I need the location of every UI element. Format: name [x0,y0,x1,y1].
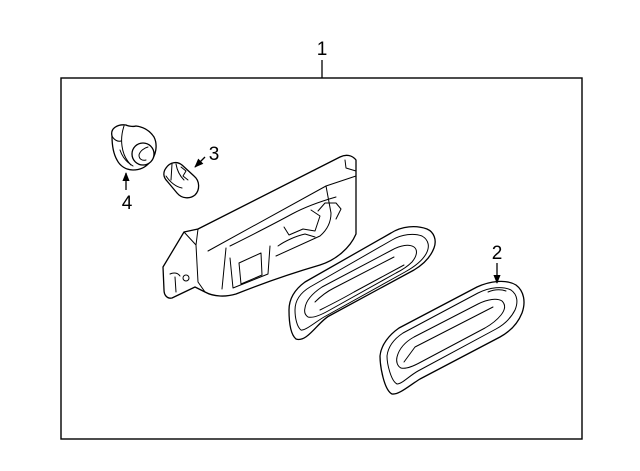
leader-arrow-bulb [194,156,206,168]
callout-assembly[interactable]: 1 [317,39,328,78]
bulb-part[interactable] [163,161,200,199]
callout-socket[interactable]: 4 [122,172,133,214]
callout-number-socket: 4 [122,193,133,214]
callout-lens[interactable]: 2 [492,243,503,284]
callout-number-bulb: 3 [209,144,220,165]
gasket-part[interactable] [288,226,436,341]
lens-part[interactable] [379,280,525,395]
callout-number-assembly: 1 [317,39,328,60]
callout-number-lens: 2 [492,243,503,264]
callout-bulb[interactable]: 3 [194,144,220,168]
socket-part[interactable] [111,124,157,171]
lamp-housing-part[interactable] [162,154,357,299]
